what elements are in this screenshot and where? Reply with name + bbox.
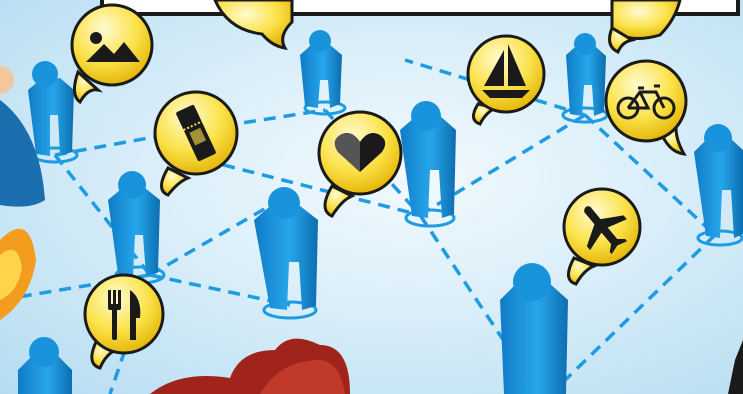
connection-line	[583, 113, 717, 237]
sailboat-bubble	[466, 34, 546, 126]
connection-line	[149, 198, 281, 277]
bottom-right-corner	[728, 340, 743, 394]
airplane-bubble	[562, 187, 642, 286]
connection-line	[149, 273, 291, 307]
person-5	[254, 187, 318, 320]
connection-line	[558, 233, 717, 387]
ticket-icon	[176, 104, 216, 162]
person-7	[694, 124, 743, 247]
person-4	[108, 171, 166, 285]
left-edge-decoration	[0, 66, 45, 320]
connection-line	[53, 153, 152, 277]
landscape-icon	[86, 32, 140, 62]
person-8	[500, 263, 568, 394]
person-1	[28, 61, 79, 164]
heart-bubble	[317, 110, 403, 218]
top-right-bubble-partial	[608, 0, 682, 55]
person-2	[300, 30, 347, 116]
fork-knife-bubble	[83, 273, 165, 370]
person-3	[561, 33, 609, 124]
connection-line	[419, 113, 586, 217]
rooster-comb-decoration	[150, 338, 350, 394]
fork-knife-icon	[108, 290, 141, 340]
landscape-bubble	[70, 3, 154, 105]
person-9	[18, 337, 72, 394]
airplane-icon	[584, 206, 628, 255]
person-6	[400, 101, 456, 228]
top-bubble-partial	[213, 0, 294, 50]
bicycle-icon	[616, 84, 676, 120]
connection-line	[108, 349, 127, 394]
sailboat-icon	[482, 44, 530, 98]
ticket-bubble	[153, 90, 239, 197]
connection-line	[404, 58, 586, 117]
bicycle-bubble	[604, 59, 688, 156]
